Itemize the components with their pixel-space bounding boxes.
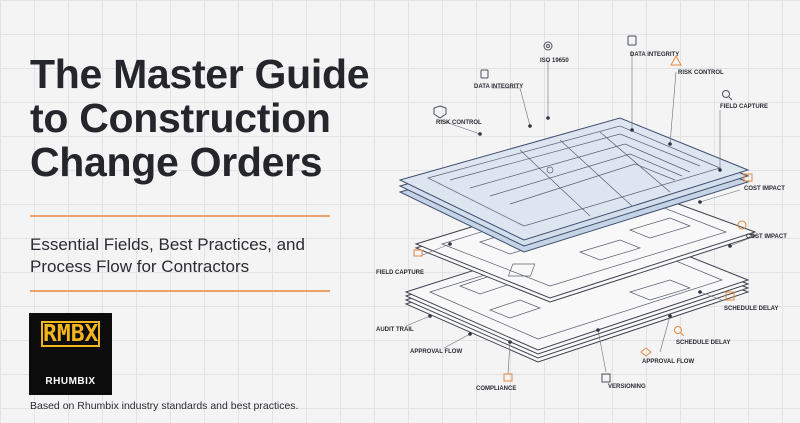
logo-name: RHUMBIX <box>45 376 96 387</box>
search-icon <box>674 326 685 337</box>
logo-mark: RMBX <box>41 321 100 349</box>
logo-mark-text: RMBX <box>41 321 100 347</box>
label-audit-trail: AUDIT TRAIL <box>376 327 414 333</box>
label-data-integrity-top: DATA INTEGRITY <box>630 52 679 58</box>
approval-icon <box>640 347 652 357</box>
label-field-capture-left: FIELD CAPTURE <box>376 270 424 276</box>
label-data-integrity-left: DATA INTEGRITY <box>474 84 523 90</box>
label-compliance: COMPLIANCE <box>476 386 516 392</box>
warning-icon <box>670 54 682 66</box>
footnote: Based on Rhumbix industry standards and … <box>30 400 299 412</box>
search-icon <box>722 90 733 101</box>
divider-bottom <box>30 290 330 292</box>
page-subtitle: Essential Fields, Best Practices, and Pr… <box>30 235 305 276</box>
top-blueprint-layer <box>398 117 750 253</box>
label-field-capture-right: FIELD CAPTURE <box>720 104 768 110</box>
label-cost-impact-bottom: COST IMPACT <box>746 234 787 240</box>
label-schedule-delay-bottom: SCHEDULE DELAY <box>676 340 730 346</box>
database-icon <box>627 35 637 46</box>
label-approval-flow-left: APPROVAL FLOW <box>410 349 462 355</box>
database-icon <box>480 69 489 79</box>
layered-document-illustration: ISO 19650 DATA INTEGRITY DATA INTEGRITY … <box>376 35 787 392</box>
label-versioning: VERSIONING <box>608 384 646 390</box>
divider-top <box>30 215 330 217</box>
versioning-icon <box>601 373 611 383</box>
gear-icon <box>543 41 553 51</box>
label-risk-control-left: RISK CONTROL <box>436 120 482 126</box>
label-approval-flow-right: APPROVAL FLOW <box>642 359 694 365</box>
label-iso: ISO 19650 <box>540 58 569 64</box>
rhumbix-logo: RMBX RHUMBIX <box>29 313 112 395</box>
callout-leaders <box>405 52 751 375</box>
camera-icon <box>413 249 423 257</box>
page-title: The Master Guide to Construction Change … <box>30 51 370 185</box>
chart-icon <box>743 173 753 182</box>
lock-icon <box>503 373 513 382</box>
calendar-icon <box>725 291 735 301</box>
dollar-icon <box>737 220 747 230</box>
label-risk-control-top: RISK CONTROL <box>678 70 724 76</box>
label-cost-impact-top: COST IMPACT <box>744 186 785 192</box>
shield-icon <box>433 105 447 119</box>
label-schedule-delay-right: SCHEDULE DELAY <box>724 306 778 312</box>
